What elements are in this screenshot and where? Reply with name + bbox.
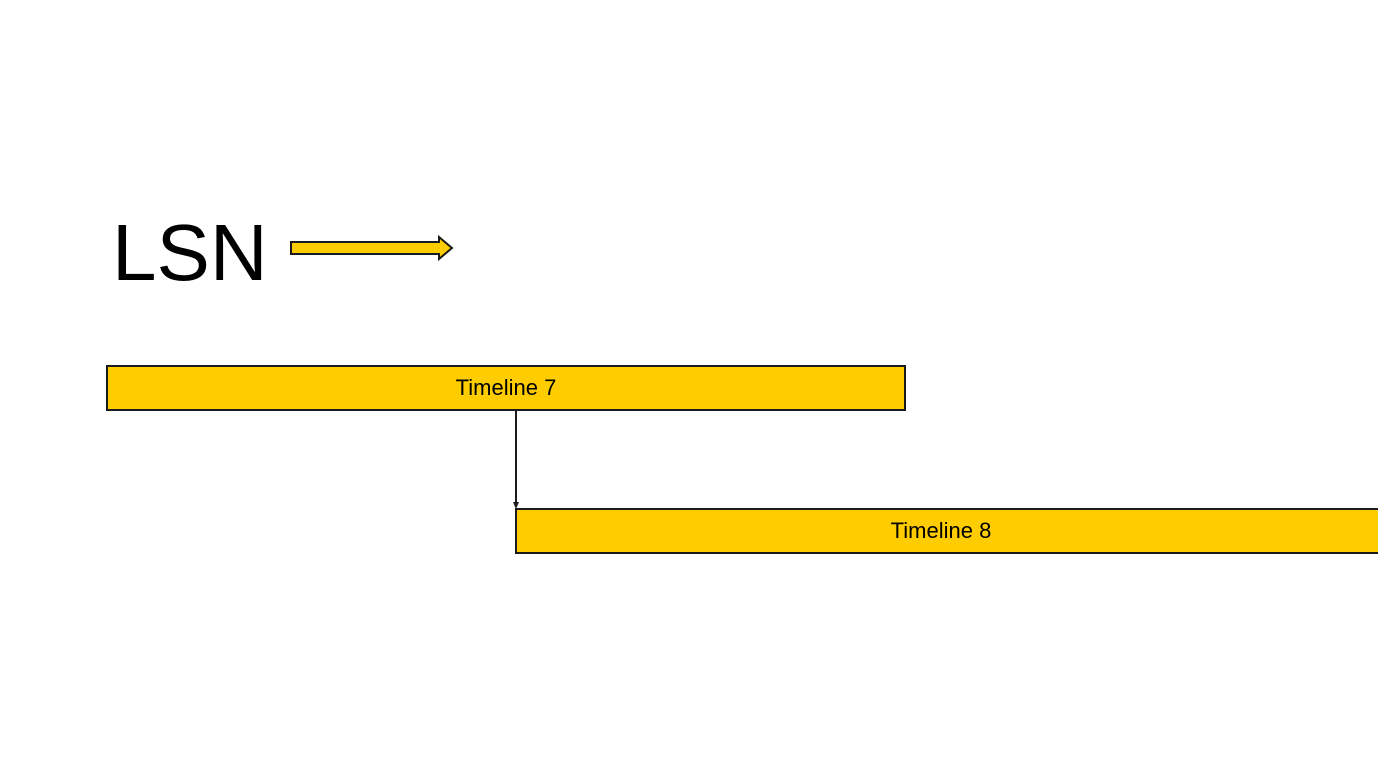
timeline-8-bar: Timeline 8 xyxy=(515,508,1378,554)
timeline-8-label: Timeline 8 xyxy=(890,518,992,543)
timeline-7-label: Timeline 7 xyxy=(455,375,557,400)
lsn-axis-label: LSN xyxy=(112,208,268,297)
right-arrow-icon xyxy=(290,234,454,262)
down-arrow-icon xyxy=(513,409,519,509)
timeline-7-bar: Timeline 7 xyxy=(106,365,906,411)
